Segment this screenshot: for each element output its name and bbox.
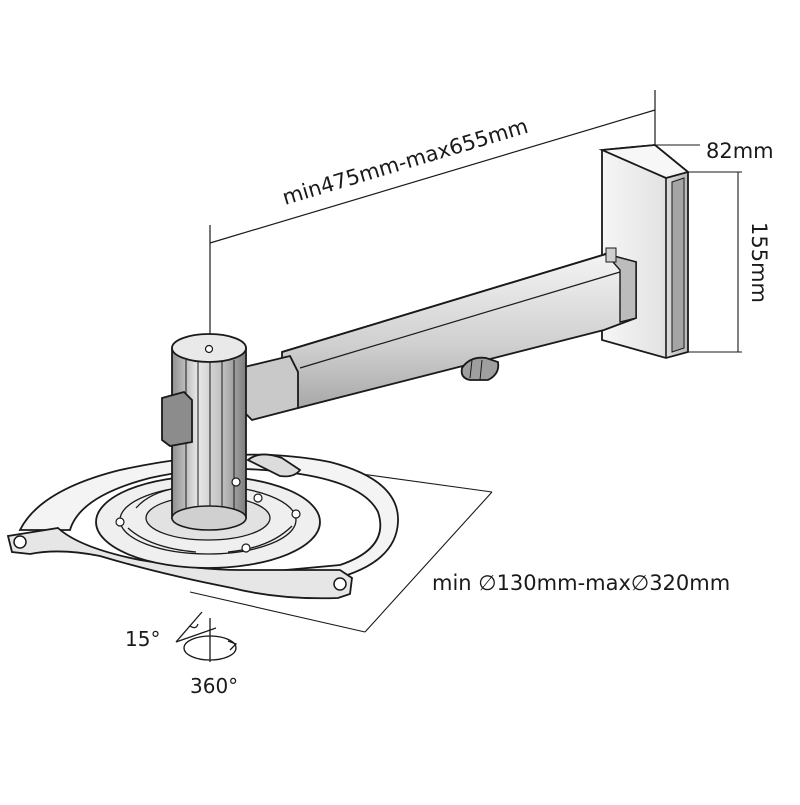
plane-front-edge bbox=[189, 591, 366, 633]
plate-height-label: 155mm bbox=[747, 222, 771, 303]
rotation-arrowhead bbox=[227, 640, 238, 651]
tilt-arrow-icon bbox=[189, 623, 199, 629]
mount-disc-screw-2 bbox=[291, 509, 301, 519]
plate-depth-label: 82mm bbox=[706, 139, 774, 163]
arm-upper-ridge bbox=[299, 271, 621, 369]
mount-disc-slot-left bbox=[127, 527, 197, 553]
clamp-arm-hole-right bbox=[333, 577, 347, 591]
mount-disc-slot-right bbox=[227, 525, 293, 553]
arm-inner-tube bbox=[239, 354, 299, 422]
arm-inner-body bbox=[239, 354, 299, 422]
pole-side-screw bbox=[231, 477, 241, 487]
clamp-range-label: min ∅130mm-max∅320mm bbox=[432, 571, 730, 595]
arm-outer-tube bbox=[281, 247, 637, 409]
arm-end-collar bbox=[603, 252, 637, 323]
wall-plate-top-face bbox=[598, 144, 690, 179]
adjustment-knob bbox=[460, 356, 500, 381]
arm-top-edge bbox=[281, 253, 607, 353]
pole-side-clamp bbox=[161, 390, 193, 447]
plate-dimensions: 82mm 155mm bbox=[655, 139, 774, 353]
vertical-pole bbox=[161, 333, 247, 531]
clamp-arm-back-tab bbox=[246, 453, 302, 478]
pole-base-collar bbox=[171, 505, 247, 531]
arm-inner-joint bbox=[289, 355, 299, 373]
wall-plate-side-face bbox=[671, 177, 685, 353]
pole-top-screw bbox=[204, 344, 214, 354]
tilt-label: 15° bbox=[125, 627, 160, 651]
clamp-arm-lower bbox=[6, 527, 353, 600]
rotation-label: 360° bbox=[190, 674, 238, 698]
mount-disc-screw-3 bbox=[241, 543, 251, 553]
knob-ridge-2 bbox=[479, 359, 483, 381]
tilt-indicator: 15° bbox=[125, 611, 217, 651]
mount-disc-screw-1 bbox=[115, 517, 125, 527]
clamp-arm-hole-left bbox=[13, 535, 27, 549]
rotation-indicator: 360° bbox=[183, 618, 238, 698]
mount-disc-screw-4 bbox=[253, 493, 263, 503]
arm-length-label: min475mm-max655mm bbox=[280, 114, 531, 210]
plane-right-edge bbox=[364, 491, 493, 633]
tilt-line-b bbox=[175, 627, 217, 643]
arm-bracket-tab bbox=[605, 247, 617, 263]
knob-ridge-1 bbox=[469, 359, 473, 379]
tilt-line-a bbox=[175, 611, 203, 643]
arm-outer-body bbox=[281, 253, 637, 409]
arm-length-dimension-line bbox=[209, 109, 656, 244]
rotation-arrow-icon bbox=[183, 635, 237, 661]
